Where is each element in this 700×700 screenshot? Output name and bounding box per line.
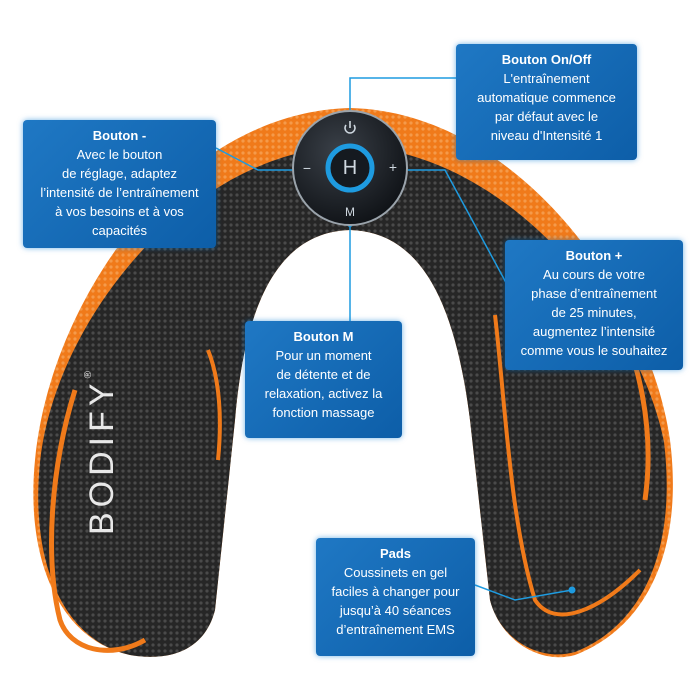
connector-lines bbox=[215, 77, 573, 601]
controller-minus-button[interactable]: − bbox=[302, 160, 312, 176]
callout-title: Bouton M bbox=[293, 329, 354, 344]
callout-title: Bouton On/Off bbox=[501, 52, 592, 67]
controller-plus-button[interactable]: + bbox=[388, 159, 398, 175]
controller-h-button[interactable]: H bbox=[342, 157, 358, 179]
callout-mode: Bouton M Pour un moment de détente et de… bbox=[245, 321, 402, 438]
callout-title: Pads bbox=[379, 546, 412, 561]
power-icon bbox=[344, 121, 356, 134]
left-pad-inner-stripe bbox=[206, 349, 222, 461]
right-pad-stripe bbox=[493, 314, 642, 617]
callout-pads: Pads Coussinets en gel faciles à changer… bbox=[316, 538, 475, 656]
callout-text: Coussinets en gel faciles à changer pour… bbox=[331, 565, 460, 637]
callout-title: Bouton - bbox=[92, 128, 147, 143]
callout-minus: Bouton - Avec le bouton de réglage, adap… bbox=[23, 120, 216, 248]
controller-m-button[interactable]: M bbox=[345, 205, 355, 219]
callout-text: Avec le bouton de réglage, adaptez l’int… bbox=[40, 147, 199, 238]
brand-text: BODIFY bbox=[83, 378, 121, 535]
callout-title: Bouton + bbox=[565, 248, 623, 263]
brand-mark: ® bbox=[83, 371, 94, 379]
callout-text: L'entraînement automatique commence par … bbox=[477, 71, 616, 143]
controller bbox=[292, 110, 408, 226]
brand-logo: BODIFY® bbox=[83, 371, 122, 535]
left-pad-stripe bbox=[49, 389, 147, 653]
callout-onoff: Bouton On/Off L'entraînement automatique… bbox=[456, 44, 637, 160]
callout-text: Pour un moment de détente et de relaxati… bbox=[264, 348, 383, 420]
callout-text: Au cours de votre phase d’entraînement d… bbox=[520, 267, 668, 358]
callout-plus: Bouton + Au cours de votre phase d’entra… bbox=[505, 240, 683, 370]
